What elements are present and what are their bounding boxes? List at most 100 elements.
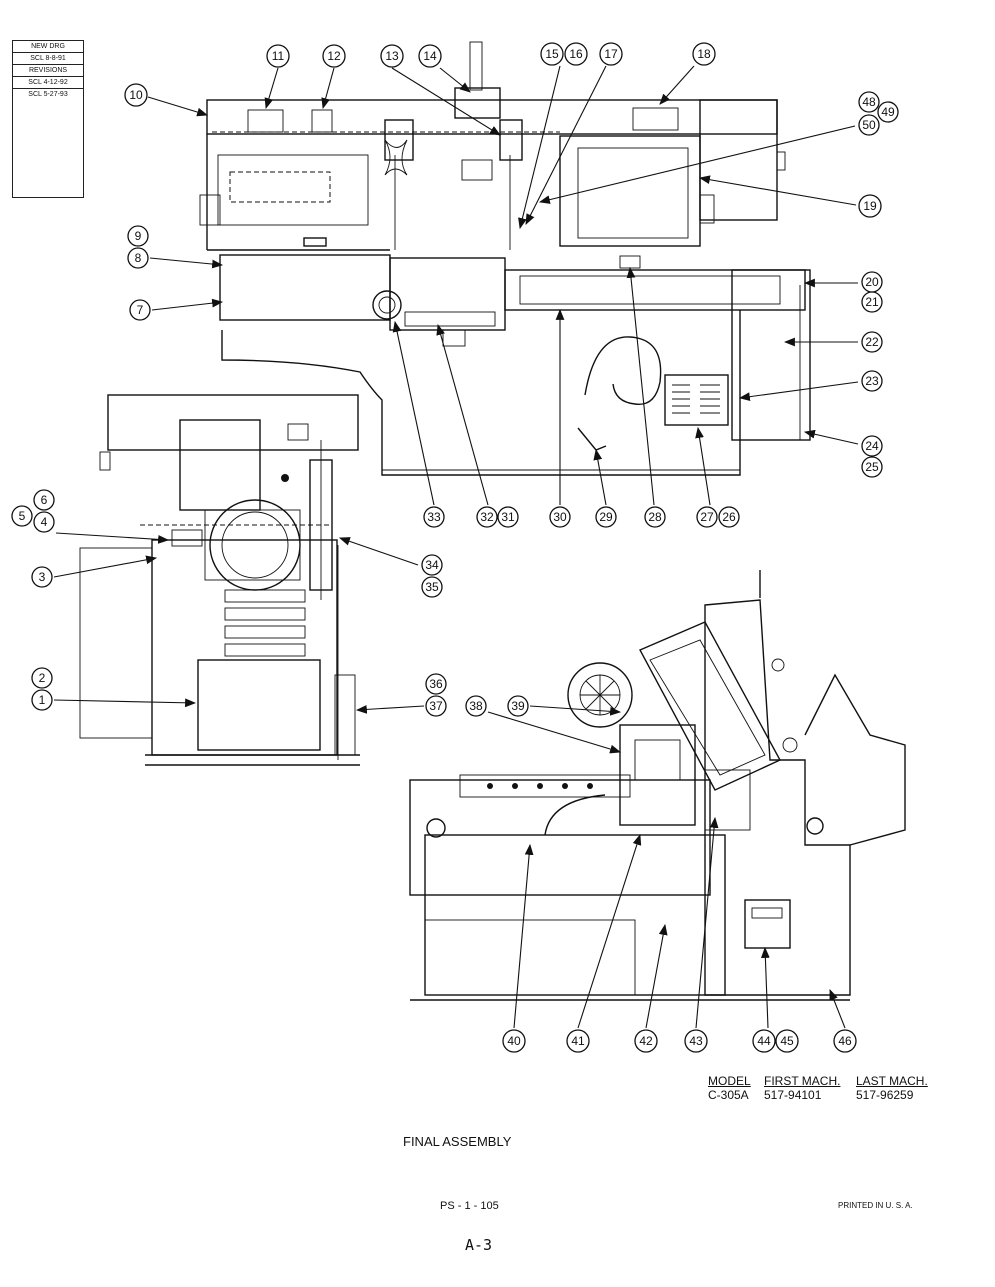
callout-28: 28: [644, 506, 666, 528]
model-value: C-305A: [708, 1088, 749, 1102]
front-view: [199, 41, 811, 476]
callout-4: 4: [33, 511, 55, 533]
svg-text:49: 49: [881, 105, 895, 119]
svg-text:12: 12: [327, 49, 341, 63]
callout-41: 41: [566, 1029, 590, 1053]
svg-text:11: 11: [272, 49, 285, 63]
svg-text:40: 40: [507, 1034, 521, 1048]
svg-text:46: 46: [838, 1034, 852, 1048]
callout-10: 10: [124, 83, 148, 107]
svg-text:13: 13: [385, 49, 399, 63]
callout-17: 17: [599, 42, 623, 66]
svg-text:9: 9: [135, 229, 142, 243]
svg-text:8: 8: [135, 251, 142, 265]
svg-text:44: 44: [757, 1034, 771, 1048]
svg-text:19: 19: [863, 199, 877, 213]
callout-38: 38: [465, 695, 487, 717]
callout-33: 33: [423, 506, 445, 528]
callout-7: 7: [129, 299, 151, 321]
callout-11: 11: [266, 44, 290, 68]
callout-43: 43: [684, 1029, 708, 1053]
callout-30: 30: [549, 506, 571, 528]
callout-21: 21: [861, 291, 883, 313]
callout-1: 1: [31, 689, 53, 711]
callout-36: 36: [425, 673, 447, 695]
svg-text:14: 14: [423, 49, 437, 63]
svg-text:2: 2: [39, 671, 46, 685]
callout-3: 3: [31, 566, 53, 588]
svg-text:38: 38: [469, 699, 483, 713]
drawing-title: FINAL ASSEMBLY: [403, 1134, 512, 1149]
callout-23: 23: [861, 370, 883, 392]
printed-in-usa: PRINTED IN U. S. A.: [838, 1201, 913, 1210]
svg-text:50: 50: [862, 118, 876, 132]
svg-text:31: 31: [501, 510, 515, 524]
revision-row: REVISIONS: [13, 65, 83, 77]
callout-45: 45: [775, 1029, 799, 1053]
svg-text:15: 15: [545, 47, 559, 61]
model-table: MODEL FIRST MACH. LAST MACH. C-305A 517-941…: [708, 1074, 928, 1102]
callout-6: 6: [33, 489, 55, 511]
svg-text:16: 16: [569, 47, 583, 61]
svg-text:20: 20: [865, 275, 879, 289]
callouts: 1 2 3 4 5 6 7 8 9 10 11 12 13 14 15 16 1…: [11, 42, 899, 1053]
callout-2: 2: [31, 667, 53, 689]
svg-text:37: 37: [429, 699, 443, 713]
svg-text:45: 45: [780, 1034, 794, 1048]
callout-16: 16: [564, 42, 588, 66]
callout-22: 22: [861, 331, 883, 353]
svg-text:27: 27: [700, 510, 714, 524]
model-header: MODEL: [708, 1074, 751, 1088]
part-number: PS - 1 - 105: [440, 1200, 499, 1212]
svg-text:42: 42: [639, 1034, 653, 1048]
svg-text:48: 48: [862, 95, 876, 109]
first-mach-header: FIRST MACH.: [764, 1074, 841, 1088]
svg-text:39: 39: [511, 699, 525, 713]
callout-46: 46: [833, 1029, 857, 1053]
callout-42: 42: [634, 1029, 658, 1053]
svg-text:41: 41: [571, 1034, 585, 1048]
svg-text:36: 36: [429, 677, 443, 691]
svg-text:25: 25: [865, 460, 879, 474]
rear-view: [409, 570, 906, 1001]
callout-25: 25: [861, 456, 883, 478]
svg-text:29: 29: [599, 510, 613, 524]
callout-39: 39: [507, 695, 529, 717]
svg-text:21: 21: [865, 295, 879, 309]
svg-text:26: 26: [722, 510, 736, 524]
last-mach-header: LAST MACH.: [856, 1074, 928, 1088]
svg-text:23: 23: [865, 374, 879, 388]
callout-9: 9: [127, 225, 149, 247]
callout-48: 48: [858, 91, 880, 113]
svg-text:17: 17: [604, 47, 618, 61]
callout-24: 24: [861, 435, 883, 457]
callout-35: 35: [421, 576, 443, 598]
revision-row: SCL 4-12-92: [13, 77, 83, 89]
svg-text:30: 30: [553, 510, 567, 524]
revision-row: SCL 8-8-91: [13, 53, 83, 65]
svg-text:1: 1: [39, 693, 46, 707]
callout-14: 14: [418, 44, 442, 68]
callout-40: 40: [502, 1029, 526, 1053]
svg-text:33: 33: [427, 510, 441, 524]
callout-19: 19: [858, 194, 882, 218]
svg-text:35: 35: [425, 580, 439, 594]
callout-49: 49: [877, 101, 899, 123]
callout-20: 20: [861, 271, 883, 293]
svg-text:6: 6: [41, 493, 48, 507]
svg-text:24: 24: [865, 439, 879, 453]
page-number: A-3: [465, 1236, 493, 1254]
callout-44: 44: [752, 1029, 776, 1053]
svg-text:4: 4: [41, 515, 48, 529]
revision-row: SCL 5-27-93: [28, 91, 68, 98]
callout-50: 50: [858, 114, 880, 136]
svg-text:32: 32: [480, 510, 494, 524]
svg-text:18: 18: [697, 47, 711, 61]
first-mach-value: 517-94101: [764, 1088, 822, 1102]
revision-row: NEW DRG: [13, 41, 83, 53]
callout-5: 5: [11, 505, 33, 527]
callout-37: 37: [425, 695, 447, 717]
svg-text:43: 43: [689, 1034, 703, 1048]
callout-27: 27: [696, 506, 718, 528]
